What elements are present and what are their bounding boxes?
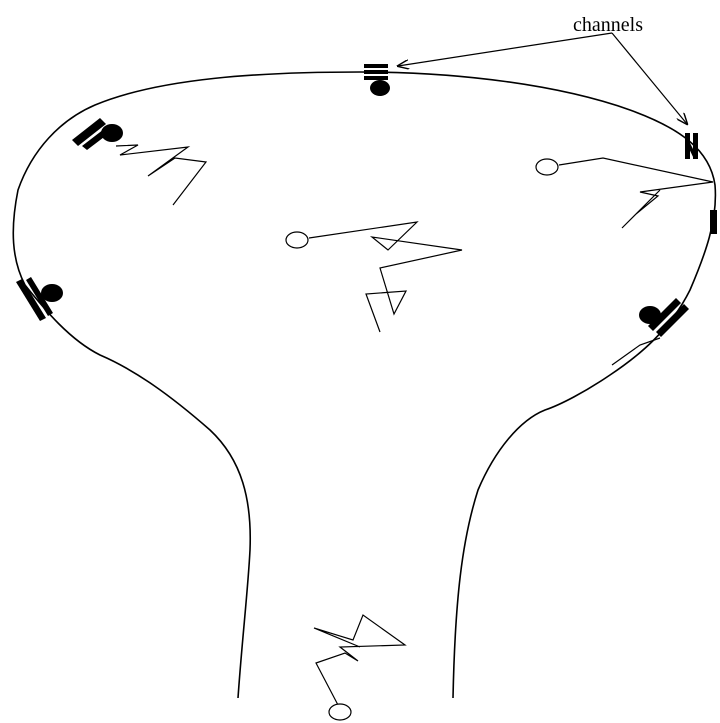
channel-right bbox=[685, 133, 698, 159]
ion-right bbox=[535, 158, 559, 176]
ion-path-bottom bbox=[313, 614, 407, 706]
ion-path-upper-left bbox=[115, 144, 208, 206]
ion-bottom bbox=[328, 703, 352, 721]
cell-membrane-outline bbox=[12, 71, 717, 699]
channel-far-right bbox=[710, 210, 717, 234]
ion-path-lower-right-channel bbox=[611, 337, 661, 366]
channel-left bbox=[16, 277, 63, 321]
channels-label: channels bbox=[573, 14, 643, 36]
ion-path-right bbox=[558, 157, 714, 229]
channel-lower-right bbox=[639, 298, 689, 337]
arrow-to-right-channel bbox=[611, 32, 687, 124]
ion-center bbox=[285, 231, 309, 249]
channel-upper-left bbox=[72, 118, 123, 150]
channel-top bbox=[364, 64, 390, 96]
ion-path-center bbox=[308, 221, 463, 333]
arrow-to-top-channel bbox=[398, 32, 613, 66]
